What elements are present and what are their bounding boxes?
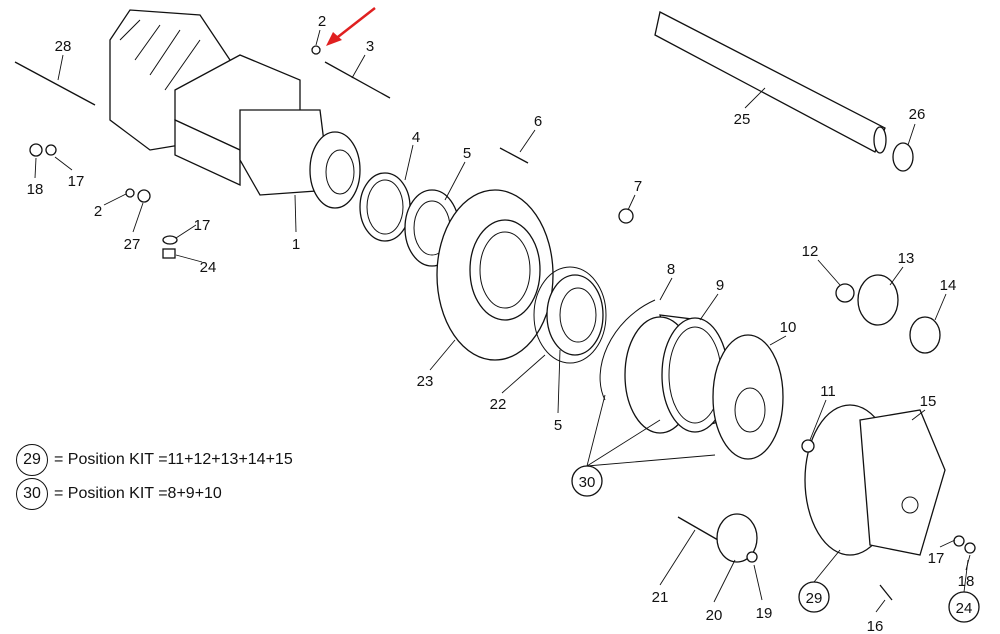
callout-16: 16 bbox=[867, 618, 884, 634]
callout-28: 28 bbox=[55, 38, 72, 55]
kit-circle-30 bbox=[571, 465, 603, 497]
callout-13: 13 bbox=[898, 250, 915, 267]
callout-6: 6 bbox=[534, 113, 542, 130]
bearing-5b bbox=[546, 274, 604, 356]
callout-17: 17 bbox=[194, 217, 211, 234]
axle-shaft-25 bbox=[654, 11, 887, 154]
stud-21 bbox=[677, 516, 719, 541]
legend-kit-30: 30 = Position KIT =8+9+10 bbox=[16, 478, 222, 510]
callout-2: 2 bbox=[318, 13, 326, 30]
plug-24 bbox=[162, 248, 176, 259]
callout-12: 12 bbox=[802, 243, 819, 260]
highlight-arrow-head bbox=[326, 32, 342, 46]
callout-23: 23 bbox=[417, 373, 434, 390]
callout-3: 3 bbox=[366, 38, 374, 55]
callout-7: 7 bbox=[634, 178, 642, 195]
bolt-3 bbox=[324, 61, 391, 99]
ring-gear-9 bbox=[624, 314, 729, 434]
ring-12 bbox=[835, 283, 855, 303]
washer-2 bbox=[125, 188, 135, 198]
bearing-14 bbox=[909, 316, 941, 354]
callout-18: 18 bbox=[958, 573, 975, 590]
callout-1: 1 bbox=[292, 236, 300, 253]
washer-2-top bbox=[311, 45, 321, 55]
plate-20 bbox=[716, 513, 758, 563]
washer-17b bbox=[162, 235, 178, 245]
highlight-arrow bbox=[333, 7, 376, 41]
callout-21: 21 bbox=[652, 589, 669, 606]
washer-11 bbox=[801, 439, 815, 453]
callout-24: 24 bbox=[200, 259, 217, 276]
callout-30: 30 bbox=[579, 474, 596, 491]
callout-2: 2 bbox=[94, 203, 102, 220]
callout-10: 10 bbox=[780, 319, 797, 336]
callout-26: 26 bbox=[909, 106, 926, 123]
callout-27: 27 bbox=[124, 236, 141, 253]
callout-17: 17 bbox=[928, 550, 945, 567]
callout-19: 19 bbox=[756, 605, 773, 622]
callout-18: 18 bbox=[27, 181, 44, 198]
callout-8: 8 bbox=[667, 261, 675, 278]
nut-19 bbox=[746, 551, 758, 563]
callout-25: 25 bbox=[734, 111, 751, 128]
callout-24: 24 bbox=[956, 600, 973, 617]
callout-20: 20 bbox=[706, 607, 723, 624]
plug-18b bbox=[964, 542, 976, 554]
legend-text-29: = Position KIT =11+12+13+14+15 bbox=[54, 451, 293, 468]
callout-9: 9 bbox=[716, 277, 724, 294]
oring-22 bbox=[533, 266, 607, 364]
leader-lines bbox=[34, 29, 971, 613]
callout-11: 11 bbox=[820, 383, 836, 400]
callout-15: 15 bbox=[920, 393, 937, 410]
stud-28 bbox=[14, 61, 96, 106]
callout-labels: 2 3 28 18 17 2 27 17 24 1 4 5 6 7 23 22 … bbox=[27, 13, 980, 634]
callout-5: 5 bbox=[554, 417, 562, 434]
circle-24 bbox=[948, 591, 980, 623]
bolt-16 bbox=[879, 584, 893, 601]
washer-17 bbox=[45, 144, 57, 156]
washer-17c bbox=[953, 535, 965, 547]
stud-6 bbox=[499, 147, 529, 164]
kit-number-30: 30 bbox=[16, 478, 48, 510]
callout-14: 14 bbox=[940, 277, 957, 294]
snap-ring-8 bbox=[599, 299, 656, 401]
seal-26 bbox=[892, 142, 914, 172]
callout-17: 17 bbox=[68, 173, 85, 190]
callout-5: 5 bbox=[463, 145, 471, 162]
callout-4: 4 bbox=[412, 129, 420, 146]
nut-27 bbox=[137, 189, 151, 203]
plug-18 bbox=[29, 143, 43, 157]
wheel-hub-23 bbox=[436, 189, 554, 361]
nut-7 bbox=[618, 208, 634, 224]
legend-kit-29: 29 = Position KIT =11+12+13+14+15 bbox=[16, 444, 293, 476]
gear-carrier-10 bbox=[712, 334, 784, 460]
kit-number-29: 29 bbox=[16, 444, 48, 476]
axle-housing bbox=[109, 9, 361, 209]
kit-circle-29 bbox=[798, 581, 830, 613]
gear-13 bbox=[857, 274, 899, 326]
callout-29: 29 bbox=[806, 590, 823, 607]
legend-text-30: = Position KIT =8+9+10 bbox=[54, 485, 222, 502]
planet-carrier-15 bbox=[804, 404, 946, 556]
callout-22: 22 bbox=[490, 396, 507, 413]
